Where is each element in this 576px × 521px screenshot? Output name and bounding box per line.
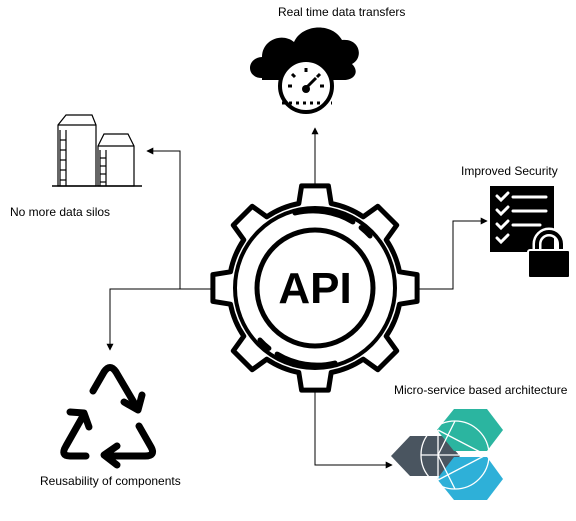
silos-icon (52, 114, 142, 187)
cloud-speedometer-icon (250, 27, 359, 114)
recycle-arm-left (60, 412, 90, 460)
connector-security (416, 217, 488, 290)
label-security: Improved Security (461, 164, 558, 178)
api-label: API (278, 264, 351, 313)
gear-inner-ring (233, 206, 397, 370)
recycle-head-top (120, 391, 146, 414)
connector-silos (146, 147, 212, 290)
gear-ring-accent-bottom (257, 337, 338, 368)
hexagon-overlay-lines (420, 420, 490, 490)
connector-reuse (106, 288, 212, 351)
label-micro: Micro-service based architecture (394, 383, 568, 397)
cloud-shape (250, 27, 359, 80)
speedometer-ticks (288, 68, 324, 88)
gear-icon: API (210, 183, 420, 393)
checklist-lock-icon (490, 186, 571, 279)
recycle-arm-top (89, 364, 140, 410)
hexagon-teal (437, 409, 503, 451)
lock-body (527, 249, 571, 279)
gear-ring-accent-top (292, 208, 373, 239)
recycle-head-right (100, 442, 121, 469)
recycle-arm-right (104, 422, 156, 460)
silo-right (97, 133, 135, 187)
recycle-icon (60, 364, 156, 469)
lock-shackle-inner (535, 230, 563, 250)
gear-core-circle (254, 227, 376, 349)
label-reuse: Reusability of components (40, 474, 181, 488)
hexagon-cluster-icon (391, 409, 503, 500)
recycle-head-left (66, 408, 93, 431)
connectors (106, 127, 488, 469)
speedometer-hub (302, 85, 310, 93)
connector-micro (314, 390, 393, 469)
checklist-items (495, 191, 548, 245)
label-realtime: Real time data transfers (278, 5, 406, 19)
label-silos: No more data silos (10, 205, 111, 219)
